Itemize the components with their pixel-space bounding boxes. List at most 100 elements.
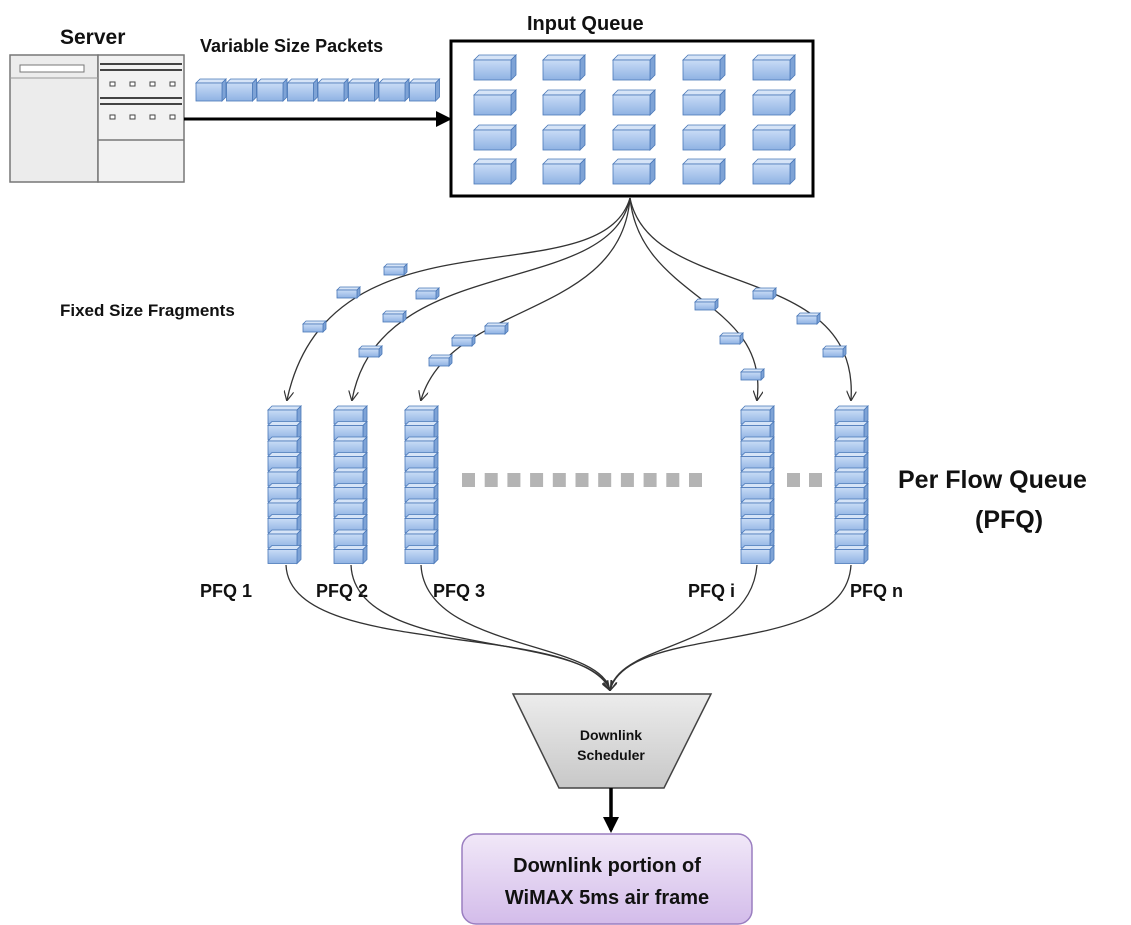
ellipsis-dot [809, 473, 822, 487]
pfq-cell [404, 544, 439, 565]
pfq-cell [834, 498, 869, 518]
queued-packet [473, 89, 517, 116]
queued-packet [752, 54, 796, 81]
variable-packet [225, 78, 258, 102]
queued-packet [612, 124, 656, 151]
queued-packet [682, 124, 726, 151]
queued-packet [752, 158, 796, 185]
queued-packet [542, 89, 586, 116]
pfq-cell [740, 405, 775, 425]
pfq-cell [834, 420, 869, 441]
fragment [719, 332, 744, 345]
pfq-label-1: PFQ 1 [200, 581, 252, 601]
pfq-cell [404, 498, 439, 518]
pfq-label-n: PFQ n [850, 581, 903, 601]
variable-packet [408, 78, 441, 102]
pfq-cell [834, 436, 869, 456]
pfq-cell [740, 513, 775, 534]
ellipsis-dot [643, 473, 657, 487]
input-queue-label: Input Queue [527, 13, 644, 35]
fragment [484, 322, 509, 335]
downlink-scheduler-shape [511, 693, 713, 789]
pfq-cell [333, 529, 368, 549]
pfq-cell [333, 467, 368, 487]
ellipsis-dot [484, 473, 498, 487]
output-label-line2: WiMAX 5ms air frame [505, 887, 709, 909]
ellipsis-dots [462, 473, 822, 487]
queued-packet [612, 158, 656, 185]
pfq-cell [740, 529, 775, 549]
queued-packet [612, 89, 656, 116]
pfq-cell [404, 529, 439, 549]
variable-packet [195, 78, 227, 102]
ellipsis-dot [787, 473, 800, 487]
fragment [358, 345, 383, 358]
pfq-cell [333, 436, 368, 456]
queued-packet [682, 54, 726, 81]
pfq-cell [740, 482, 775, 503]
fragment [451, 334, 476, 347]
fragment [740, 368, 765, 381]
scheduler-label-line1: Downlink [580, 727, 642, 743]
pfq-cell [404, 420, 439, 441]
server-icon [9, 54, 185, 183]
pfq-label-3: PFQ 3 [433, 581, 485, 601]
variable-packet [378, 78, 410, 102]
pfq-label-2: PFQ 2 [316, 581, 368, 601]
queued-packet [542, 124, 586, 151]
queued-packet [612, 54, 656, 81]
pfq-cell [404, 513, 439, 534]
fragment [302, 320, 327, 333]
scheduler-label-line2: Scheduler [577, 747, 645, 763]
fragment [415, 287, 440, 300]
ellipsis-dot [530, 473, 544, 487]
pfq-cell [267, 467, 302, 487]
ellipsis-dot [462, 473, 475, 487]
variable-packet [317, 78, 349, 102]
fragment [752, 287, 777, 300]
fixed-fragments-label: Fixed Size Fragments [60, 301, 235, 320]
queued-packet [752, 124, 796, 151]
pfq-cell [834, 467, 869, 487]
pfq-title: Per Flow Queue [898, 466, 1087, 494]
queued-packet [473, 158, 517, 185]
pfq-cell [267, 529, 302, 549]
fragment [796, 312, 821, 325]
pfq-cell [740, 451, 775, 472]
pfq-label-i: PFQ i [688, 581, 735, 601]
queued-packet [542, 54, 586, 81]
server-label: Server [60, 26, 125, 49]
ellipsis-dot [666, 473, 680, 487]
queued-packet [473, 54, 517, 81]
pfq-cell [740, 467, 775, 487]
pfq-cell [333, 544, 368, 565]
fragment [694, 298, 719, 311]
fragment [382, 310, 407, 323]
pfq-cell [333, 420, 368, 441]
ellipsis-dot [689, 473, 702, 487]
variable-packet [347, 78, 380, 102]
fragment [336, 286, 361, 299]
ellipsis-dot [507, 473, 521, 487]
variable-size-packets [195, 78, 441, 102]
wimax-air-frame-box [461, 833, 753, 925]
pfq-cell [333, 451, 368, 472]
pfq-cell [267, 513, 302, 534]
ellipsis-dot [575, 473, 589, 487]
pfq-cell [267, 451, 302, 472]
pfq-cell [267, 482, 302, 503]
fragment [428, 354, 453, 367]
pfq-cell [740, 420, 775, 441]
scheduler-flow-curves [285, 564, 852, 690]
queued-packet [473, 124, 517, 151]
pfq-cell [404, 482, 439, 503]
pfq-cell [267, 544, 302, 565]
queued-packet [682, 89, 726, 116]
ellipsis-dot [552, 473, 566, 487]
pfq-cell [740, 436, 775, 456]
fragment [822, 345, 847, 358]
pfq-title-abbrev: (PFQ) [975, 506, 1043, 534]
fragment [383, 263, 408, 276]
queued-packet [542, 158, 586, 185]
